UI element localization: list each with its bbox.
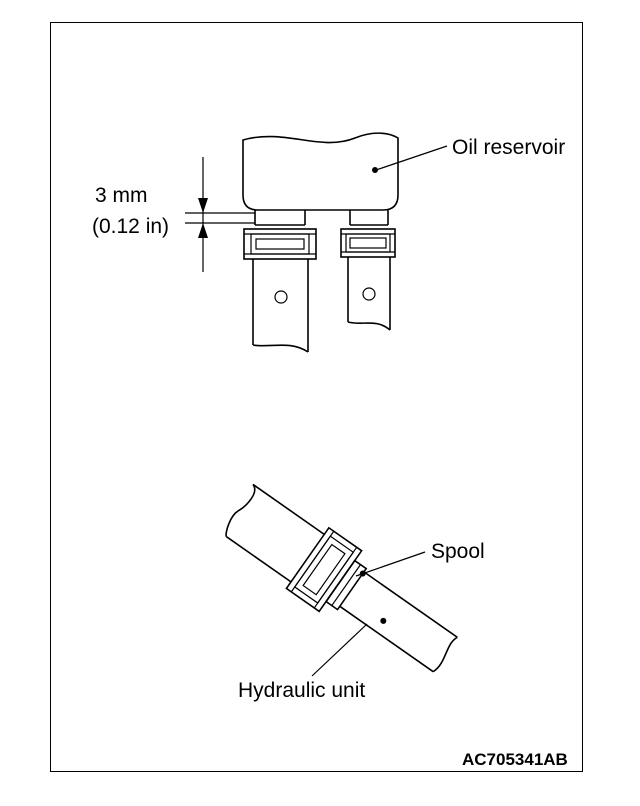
hydraulic-unit-leader xyxy=(311,623,368,677)
figure-frame xyxy=(50,22,583,772)
oil-reservoir-leader xyxy=(375,145,448,171)
hose-left xyxy=(243,210,317,353)
dimension-marker xyxy=(185,157,255,272)
hose-right xyxy=(340,210,396,331)
oil-reservoir-label: Oil reservoir xyxy=(452,136,565,159)
gap-label-mm: 3 mm xyxy=(95,184,148,207)
gap-label-in: (0.12 in) xyxy=(92,215,169,238)
spool-leader xyxy=(355,551,426,577)
dimension-arrow-up xyxy=(198,223,208,238)
oil-reservoir xyxy=(242,132,399,211)
spool-label: Spool xyxy=(431,540,485,563)
hydraulic-unit-label: Hydraulic unit xyxy=(238,679,365,702)
dimension-arrow-down xyxy=(198,198,208,213)
figure-code: AC705341AB xyxy=(462,750,568,769)
spool-assembly xyxy=(225,483,458,673)
